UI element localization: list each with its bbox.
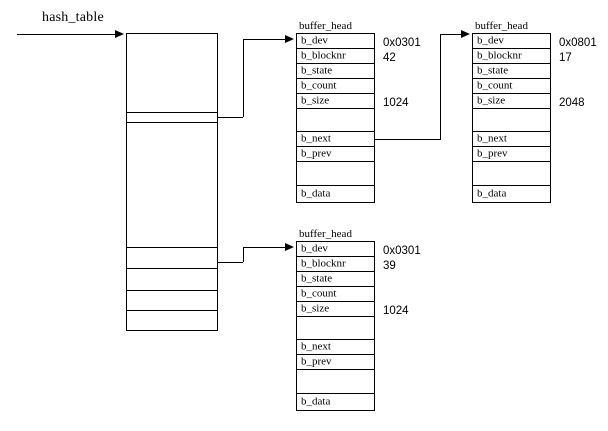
field-label: b_count <box>477 79 513 92</box>
field-row-blank-2 <box>297 370 374 394</box>
field-row-b-size: b_size <box>473 94 550 109</box>
field-row-blank-2 <box>473 162 550 186</box>
hash-table-divider-1 <box>126 112 218 113</box>
buffer-head-3-b-blocknr-value: 39 <box>383 260 396 272</box>
field-row-b-data: b_data <box>473 186 550 202</box>
hash-table-entry-arrowhead <box>115 29 124 38</box>
field-row-blank-1 <box>297 317 374 340</box>
field-label: b_blocknr <box>301 257 346 270</box>
buffer-head-2-b-size-value: 2048 <box>559 97 585 109</box>
field-label: b_prev <box>301 355 332 368</box>
connector-bucket4-seg-v <box>243 247 244 262</box>
field-row-b-state: b_state <box>297 272 374 287</box>
hash-table-divider-6 <box>126 310 218 311</box>
buffer-head-1-b-dev-value: 0x0301 <box>383 37 421 49</box>
field-label: b_dev <box>477 34 504 47</box>
field-label: b_data <box>301 395 331 408</box>
field-row-blank-1 <box>473 109 550 132</box>
field-row-b-state: b_state <box>473 64 550 79</box>
hash-table-label: hash_table <box>42 10 104 25</box>
field-label: b_state <box>301 64 333 77</box>
hash-table-divider-5 <box>126 290 218 291</box>
field-label: b_blocknr <box>477 49 522 62</box>
hash-table-divider-2 <box>126 122 218 123</box>
buffer-head-2-b-blocknr-value: 17 <box>559 52 572 64</box>
field-row-b-prev: b_prev <box>473 147 550 162</box>
field-row-b-count: b_count <box>297 79 374 94</box>
buffer-head-2-b-dev-value: 0x0801 <box>559 37 597 49</box>
connector-bucket4-seg-h1 <box>218 262 243 263</box>
buffer-head-3-b-dev-value: 0x0301 <box>383 245 421 257</box>
connector-bucket1-arrowhead <box>285 34 294 43</box>
field-row-b-next: b_next <box>473 132 550 147</box>
field-label: b_size <box>301 94 330 107</box>
field-row-b-next: b_next <box>297 132 374 147</box>
field-row-b-next: b_next <box>297 340 374 355</box>
buffer-head-3: b_dev b_blocknr b_state b_count b_size b… <box>296 241 375 411</box>
connector-bucket1-seg-v <box>243 39 244 117</box>
buffer-head-3-title: buffer_head <box>299 228 352 240</box>
field-row-b-dev: b_dev <box>297 34 374 49</box>
field-row-b-count: b_count <box>473 79 550 94</box>
field-row-b-state: b_state <box>297 64 374 79</box>
field-row-b-prev: b_prev <box>297 147 374 162</box>
field-row-b-dev: b_dev <box>297 242 374 257</box>
hash-table-divider-3 <box>126 247 218 248</box>
connector-bucket1-seg-h2 <box>243 39 287 40</box>
field-label: b_dev <box>301 34 328 47</box>
field-row-b-size: b_size <box>297 302 374 317</box>
hash-table-array <box>126 33 218 331</box>
buffer-head-3-b-size-value: 1024 <box>383 305 409 317</box>
hash-table-entry-arrow-line <box>17 34 117 35</box>
field-row-blank-2 <box>297 162 374 186</box>
field-label: b_data <box>301 187 331 200</box>
field-label: b_next <box>477 132 507 145</box>
connector-bnext-seg-v <box>440 34 441 139</box>
field-row-b-dev: b_dev <box>473 34 550 49</box>
field-label: b_count <box>301 79 337 92</box>
connector-bnext-arrowhead <box>461 29 470 38</box>
field-label: b_count <box>301 287 337 300</box>
field-row-b-blocknr: b_blocknr <box>473 49 550 64</box>
field-row-b-prev: b_prev <box>297 355 374 370</box>
buffer-head-1-title: buffer_head <box>299 20 352 32</box>
field-label: b_next <box>301 340 331 353</box>
buffer-head-1-b-size-value: 1024 <box>383 97 409 109</box>
connector-bucket4-arrowhead <box>285 242 294 251</box>
connector-bnext-seg-h1 <box>375 139 441 140</box>
field-label: b_prev <box>301 147 332 160</box>
field-row-b-blocknr: b_blocknr <box>297 49 374 64</box>
field-label: b_state <box>477 64 509 77</box>
field-label: b_blocknr <box>301 49 346 62</box>
hash-table-divider-4 <box>126 268 218 269</box>
field-row-b-size: b_size <box>297 94 374 109</box>
field-label: b_next <box>301 132 331 145</box>
field-row-blank-1 <box>297 109 374 132</box>
buffer-head-1-b-blocknr-value: 42 <box>383 52 396 64</box>
connector-bucket4-seg-h2 <box>243 247 287 248</box>
buffer-head-2-title: buffer_head <box>475 20 528 32</box>
buffer-head-2: b_dev b_blocknr b_state b_count b_size b… <box>472 33 551 203</box>
field-label: b_state <box>301 272 333 285</box>
field-row-b-data: b_data <box>297 394 374 410</box>
field-label: b_data <box>477 187 507 200</box>
field-label: b_prev <box>477 147 508 160</box>
field-label: b_size <box>301 302 330 315</box>
field-row-b-count: b_count <box>297 287 374 302</box>
field-label: b_size <box>477 94 506 107</box>
field-row-b-blocknr: b_blocknr <box>297 257 374 272</box>
buffer-head-1: b_dev b_blocknr b_state b_count b_size b… <box>296 33 375 203</box>
connector-bucket1-seg-h1 <box>218 117 243 118</box>
connector-bnext-seg-h2 <box>440 34 464 35</box>
field-row-b-data: b_data <box>297 186 374 202</box>
field-label: b_dev <box>301 242 328 255</box>
